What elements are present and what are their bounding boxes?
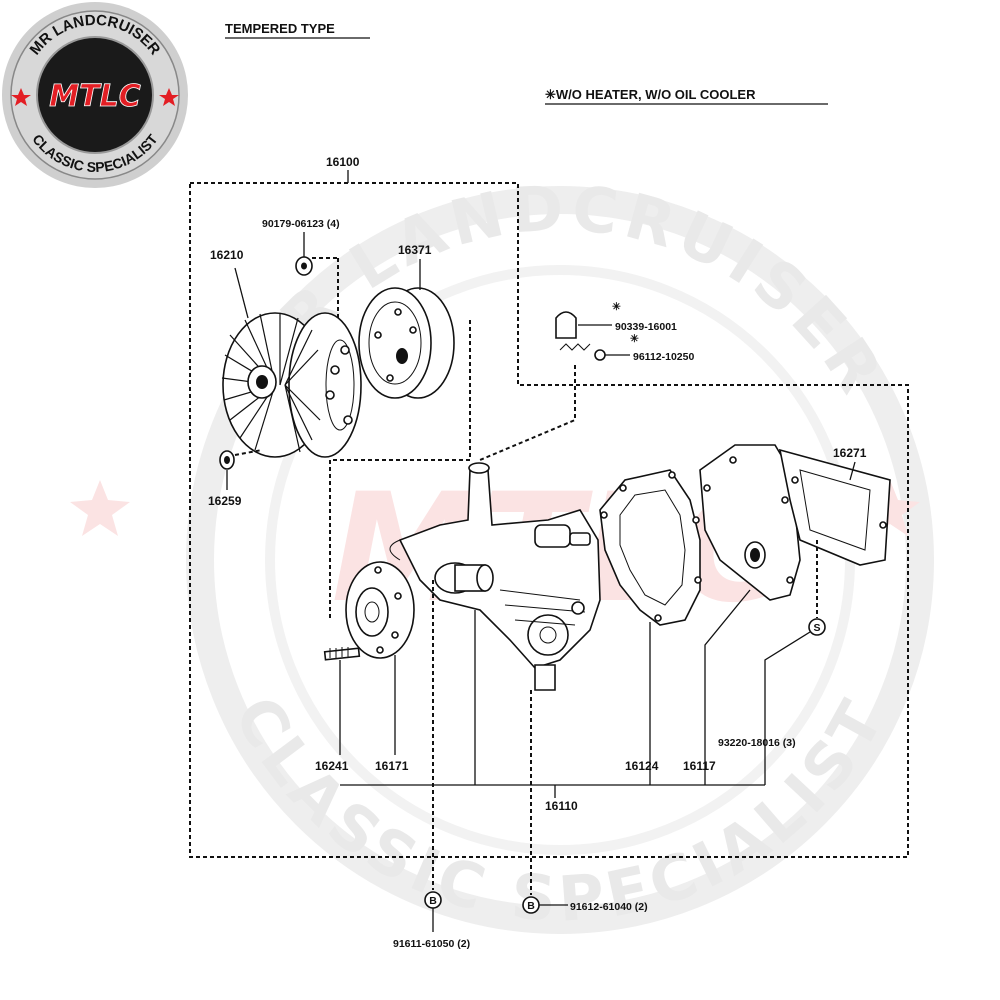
label-16271: 16271 bbox=[833, 446, 867, 460]
bolt-marker-b1: B bbox=[424, 891, 442, 909]
cover-plate-16271 bbox=[778, 448, 891, 566]
logo-badge: MR LANDCRUISER CLASSIC SPECIALIST MTLC bbox=[2, 2, 188, 188]
type-title: TEMPERED TYPE bbox=[225, 21, 335, 36]
washer-16259 bbox=[219, 449, 263, 470]
label-16110: 16110 bbox=[545, 799, 578, 813]
label-16259: 16259 bbox=[208, 494, 242, 508]
bolt-dash-path bbox=[329, 320, 471, 620]
gasket-16124 bbox=[599, 469, 702, 626]
leader-16271 bbox=[849, 461, 856, 481]
condition-note: ✳W/O HEATER, W/O OIL COOLER bbox=[545, 87, 756, 102]
label-16117: 16117 bbox=[683, 759, 716, 773]
logo-center-text: MTLC bbox=[49, 79, 140, 114]
marker-b2-label: B bbox=[527, 900, 535, 912]
plug-90339 bbox=[555, 311, 577, 339]
marker-b1-label: B bbox=[429, 895, 437, 907]
label-16171: 16171 bbox=[375, 759, 409, 773]
watermark-star-left-icon bbox=[70, 480, 130, 536]
plate-16117 bbox=[699, 444, 801, 601]
label-91611: 91611-61050 (2) bbox=[393, 938, 470, 950]
marker-s-label: S bbox=[813, 622, 820, 634]
leader-16110 bbox=[340, 610, 765, 798]
gasket-mark: ✳ bbox=[630, 333, 639, 345]
pulley-16371 bbox=[358, 287, 455, 399]
label-91612: 91612-61040 (2) bbox=[570, 901, 648, 913]
bolt-marker-b2: B bbox=[522, 896, 540, 914]
leader-16210 bbox=[234, 267, 249, 319]
label-90179: 90179-06123 (4) bbox=[262, 218, 340, 230]
label-16371: 16371 bbox=[398, 243, 432, 257]
water-pump bbox=[389, 462, 601, 691]
stud-marker-s: S bbox=[808, 618, 826, 636]
label-96112: 96112-10250 bbox=[633, 351, 694, 363]
logo-star-right-icon bbox=[159, 88, 179, 106]
plug-dash-path bbox=[479, 365, 576, 461]
logo-star-left-icon bbox=[11, 88, 31, 106]
label-16241: 16241 bbox=[315, 759, 349, 773]
watermark-star-right-icon bbox=[860, 480, 920, 536]
leader-93220 bbox=[764, 631, 811, 785]
seat-16171 bbox=[345, 561, 415, 659]
assembly-boundary bbox=[189, 182, 909, 858]
label-16100: 16100 bbox=[326, 155, 360, 169]
label-16210: 16210 bbox=[210, 248, 244, 262]
fan-clutch bbox=[221, 312, 362, 458]
gasket-96112 bbox=[559, 343, 606, 361]
label-16124: 16124 bbox=[625, 759, 659, 773]
label-90339: 90339-16001 bbox=[615, 321, 677, 333]
plug-mark: ✳ bbox=[612, 301, 621, 313]
label-93220: 93220-18016 (3) bbox=[718, 737, 796, 749]
stud-16241 bbox=[323, 647, 361, 661]
leader-16117 bbox=[704, 589, 751, 785]
